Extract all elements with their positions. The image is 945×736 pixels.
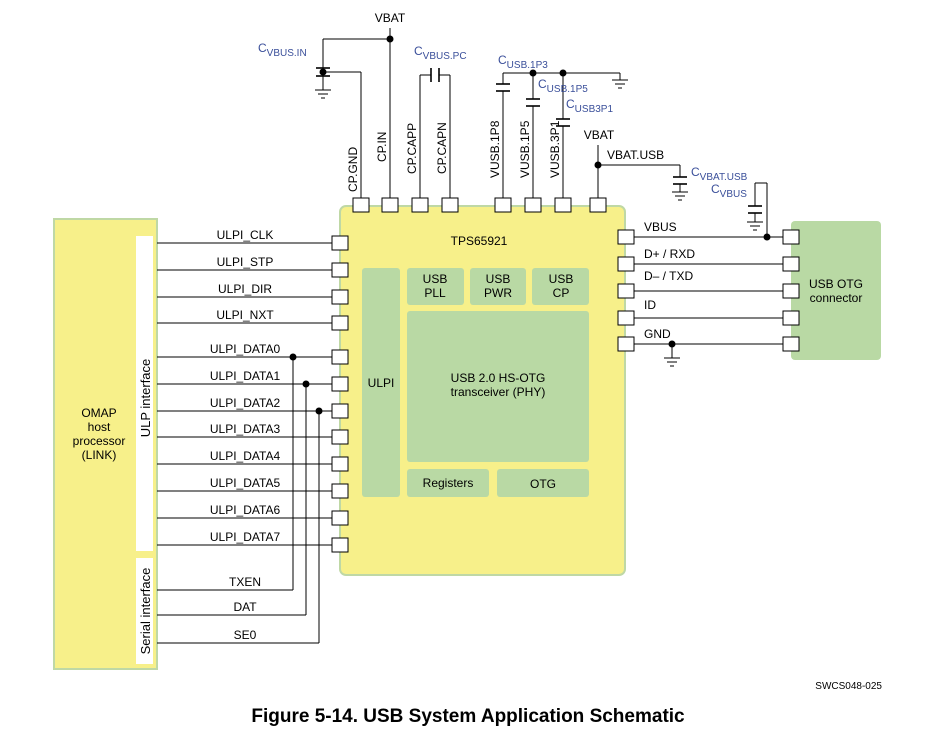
cap-label-cusb-3p1: CUSB3P1 — [566, 97, 613, 115]
pin-cp-capn: CP.CAPN — [435, 122, 449, 174]
junction-cvbus-in — [319, 68, 327, 76]
cap-label-cvbus: CVBUS — [711, 182, 747, 200]
ulpi-interface-label: ULP interface — [138, 359, 153, 438]
signal-d-plus: D+ / RXD — [644, 247, 695, 261]
junction-vusb-1p5 — [529, 69, 537, 77]
left-pins — [331, 235, 349, 553]
chip-right-pins — [617, 229, 635, 352]
connector-pins — [782, 229, 800, 352]
signal-ulpi-stp: ULPI_STP — [217, 255, 274, 269]
signal-ulpi-data7: ULPI_DATA7 — [210, 530, 281, 544]
pin-cp-gnd: CP.GND — [346, 147, 360, 192]
top-pins — [352, 197, 607, 213]
signal-ulpi-clk: ULPI_CLK — [217, 228, 274, 242]
vbat-right-label: VBAT — [584, 128, 615, 142]
ulpi-interface-strip — [136, 236, 153, 551]
otg-label: OTG — [530, 477, 556, 491]
usb-pwr-label-2: PWR — [484, 286, 512, 300]
junction-vbat — [386, 35, 394, 43]
usb-pwr-label-1: USB — [486, 272, 511, 286]
serial-interface-strip — [136, 558, 153, 664]
junction-vbus — [763, 233, 771, 241]
omap-title-line4: (LINK) — [82, 448, 117, 462]
signal-dat: DAT — [233, 600, 257, 614]
registers-block — [407, 469, 489, 497]
usb-cp-label-2: CP — [553, 286, 570, 300]
signal-ulpi-data4: ULPI_DATA4 — [210, 449, 281, 463]
connector-label-1: USB OTG — [809, 277, 863, 291]
chip-title: TPS65921 — [451, 234, 508, 248]
phy-label-2: transceiver (PHY) — [451, 385, 546, 399]
junction-vusb-3p1 — [559, 69, 567, 77]
signal-ulpi-data5: ULPI_DATA5 — [210, 476, 281, 490]
usb-cp-label-1: USB — [549, 272, 574, 286]
signal-gnd: GND — [644, 327, 671, 341]
signal-ulpi-data1: ULPI_DATA1 — [210, 369, 281, 383]
signal-txen: TXEN — [229, 575, 261, 589]
vbat-usb-label: VBAT.USB — [607, 148, 664, 162]
usb-pll-label-1: USB — [423, 272, 448, 286]
phy-label-1: USB 2.0 HS-OTG — [451, 371, 546, 385]
cap-label-cvbus-pc: CVBUS.PC — [414, 44, 467, 62]
signal-ulpi-dir: ULPI_DIR — [218, 282, 272, 296]
pin-vusb-3p1: VUSB.3P1 — [548, 120, 562, 178]
pin-cp-capp: CP.CAPP — [405, 123, 419, 174]
ulpi-block-label: ULPI — [368, 376, 395, 390]
figure-ref-code: SWCS048-025 — [815, 681, 882, 692]
junction-gnd — [668, 340, 676, 348]
pin-vusb-1p5: VUSB.1P5 — [518, 120, 532, 178]
serial-interface-label: Serial interface — [138, 568, 153, 655]
capacitor-plates — [316, 67, 687, 185]
omap-title-line2: host — [88, 420, 111, 434]
usb-cp-block — [532, 268, 589, 305]
ground-symbols — [315, 79, 688, 201]
signal-ulpi-data6: ULPI_DATA6 — [210, 503, 281, 517]
omap-title-line1: OMAP — [81, 406, 116, 420]
cap-label-cusb-1p3: CUSB.1P3 — [498, 53, 548, 71]
right-ground-symbols — [664, 221, 763, 367]
signal-d-minus: D– / TXD — [644, 269, 693, 283]
signal-ulpi-nxt: ULPI_NXT — [216, 308, 274, 322]
vbat-top-label: VBAT — [375, 11, 406, 25]
registers-label: Registers — [423, 476, 474, 490]
otg-block — [497, 469, 589, 497]
pin-cp-in: CP.IN — [375, 132, 389, 162]
junction-vbat-usb — [594, 161, 602, 169]
cap-label-cusb-1p5: CUSB.1P5 — [538, 77, 588, 95]
pin-vusb-1p8: VUSB.1P8 — [488, 120, 502, 178]
usb-pll-label-2: PLL — [424, 286, 446, 300]
signal-ulpi-data2: ULPI_DATA2 — [210, 396, 281, 410]
junction-data1 — [302, 380, 310, 388]
signal-se0: SE0 — [234, 628, 257, 642]
cap-label-cvbat-usb: CVBAT.USB — [691, 165, 748, 183]
phy-block — [407, 311, 589, 462]
signal-ulpi-data0: ULPI_DATA0 — [210, 342, 281, 356]
vbus-cap-plates — [748, 205, 762, 214]
figure-caption: Figure 5-14. USB System Application Sche… — [251, 706, 685, 727]
signal-vbus: VBUS — [644, 220, 677, 234]
omap-title-line3: processor — [73, 434, 126, 448]
usb-pll-block — [407, 268, 464, 305]
right-signal-wires — [634, 182, 783, 358]
signal-id: ID — [644, 298, 656, 312]
ulpi-block — [362, 268, 400, 497]
usb-pwr-block — [470, 268, 526, 305]
usb-otg-connector — [791, 221, 881, 360]
junction-data0 — [289, 353, 297, 361]
connector-label-2: connector — [810, 291, 863, 305]
signal-ulpi-data3: ULPI_DATA3 — [210, 422, 281, 436]
left-signal-wires — [157, 242, 332, 644]
junction-data2 — [315, 407, 323, 415]
cap-label-cvbus-in: CVBUS.IN — [258, 41, 307, 59]
